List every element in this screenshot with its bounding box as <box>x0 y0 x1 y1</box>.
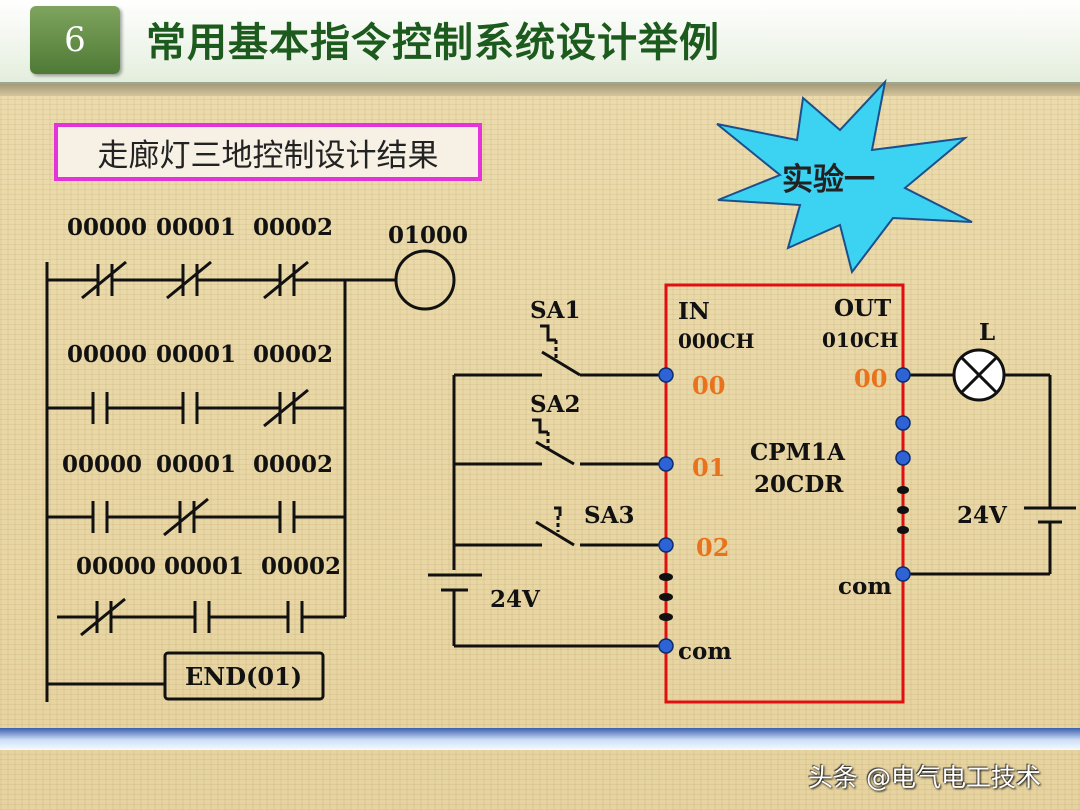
terminal-dot <box>895 415 911 431</box>
switch-label: SA3 <box>584 502 634 529</box>
com-out-label: com <box>838 573 892 600</box>
terminal-dot <box>658 537 674 553</box>
out-channel: 010CH <box>822 328 899 352</box>
coil-address: 01000 <box>388 222 468 249</box>
ladder-addresses: 00000 00001 00002 00000 00001 00002 0000… <box>62 214 341 580</box>
address-label: 00001 <box>156 451 236 478</box>
terminal-dot <box>895 566 911 582</box>
out-label: OUT <box>834 295 891 322</box>
end-instruction-box <box>163 651 325 701</box>
output-coil <box>394 249 456 311</box>
address-label: 00001 <box>164 553 244 580</box>
plc-model-line-2: 20CDR <box>754 471 844 498</box>
slide-header <box>0 0 1080 85</box>
in-label: IN <box>678 298 710 325</box>
address-label: 00002 <box>253 451 333 478</box>
supply-out-label: 24V <box>957 502 1008 529</box>
terminal-dot <box>658 456 674 472</box>
end-instruction-label: END(01) <box>185 662 302 691</box>
contact-row-4 <box>80 597 304 637</box>
in-channel: 000CH <box>678 329 755 353</box>
address-label: 00002 <box>253 214 333 241</box>
switch-label: SA2 <box>530 391 580 418</box>
terminal-label: 01 <box>692 453 725 482</box>
watermark: 头条 @电气电工技术 <box>808 763 1041 792</box>
address-label: 00000 <box>67 214 147 241</box>
output-wiring <box>903 373 1076 576</box>
input-wiring <box>428 324 666 648</box>
lamp-label: L <box>979 319 995 346</box>
address-label: 00002 <box>253 341 333 368</box>
terminal-label: 02 <box>696 533 729 562</box>
terminal-label: 00 <box>692 371 725 400</box>
contact-row-3 <box>91 497 296 537</box>
address-label: 00000 <box>62 451 142 478</box>
address-label: 00000 <box>67 341 147 368</box>
contact-row-2 <box>91 388 309 428</box>
address-label: 00001 <box>156 341 236 368</box>
terminal-dot <box>658 638 674 654</box>
terminal-dot <box>895 450 911 466</box>
plc-model-line-1: CPM1A <box>750 439 846 466</box>
wiring-labels: SA1 SA2 SA3 IN 000CH OUT 010CH CPM1A 20C… <box>490 295 1008 665</box>
page-title: 常用基本指令控制系统设计举例 <box>146 20 720 66</box>
com-in-label: com <box>678 638 732 665</box>
experiment-label: 实验一 <box>782 162 875 198</box>
ladder-lines <box>45 262 396 702</box>
terminal-dot <box>658 367 674 383</box>
experiment-burst <box>716 78 973 275</box>
switch-label: SA1 <box>530 297 580 324</box>
terminal-ellipsis <box>659 486 909 621</box>
terminal-labels: 00 01 02 00 <box>692 364 887 562</box>
address-label: 00002 <box>261 553 341 580</box>
terminal-label: 00 <box>854 364 887 393</box>
slide-subtitle: 走廊灯三地控制设计结果 <box>54 123 482 181</box>
address-label: 00001 <box>156 214 236 241</box>
terminal-dot <box>895 367 911 383</box>
supply-in-label: 24V <box>490 586 541 613</box>
section-number: 6 <box>30 6 120 74</box>
footer-bar <box>0 728 1080 750</box>
contact-row-1 <box>81 260 309 300</box>
address-label: 00000 <box>76 553 156 580</box>
plc-terminals <box>658 367 911 654</box>
header-shadow <box>0 84 1080 96</box>
